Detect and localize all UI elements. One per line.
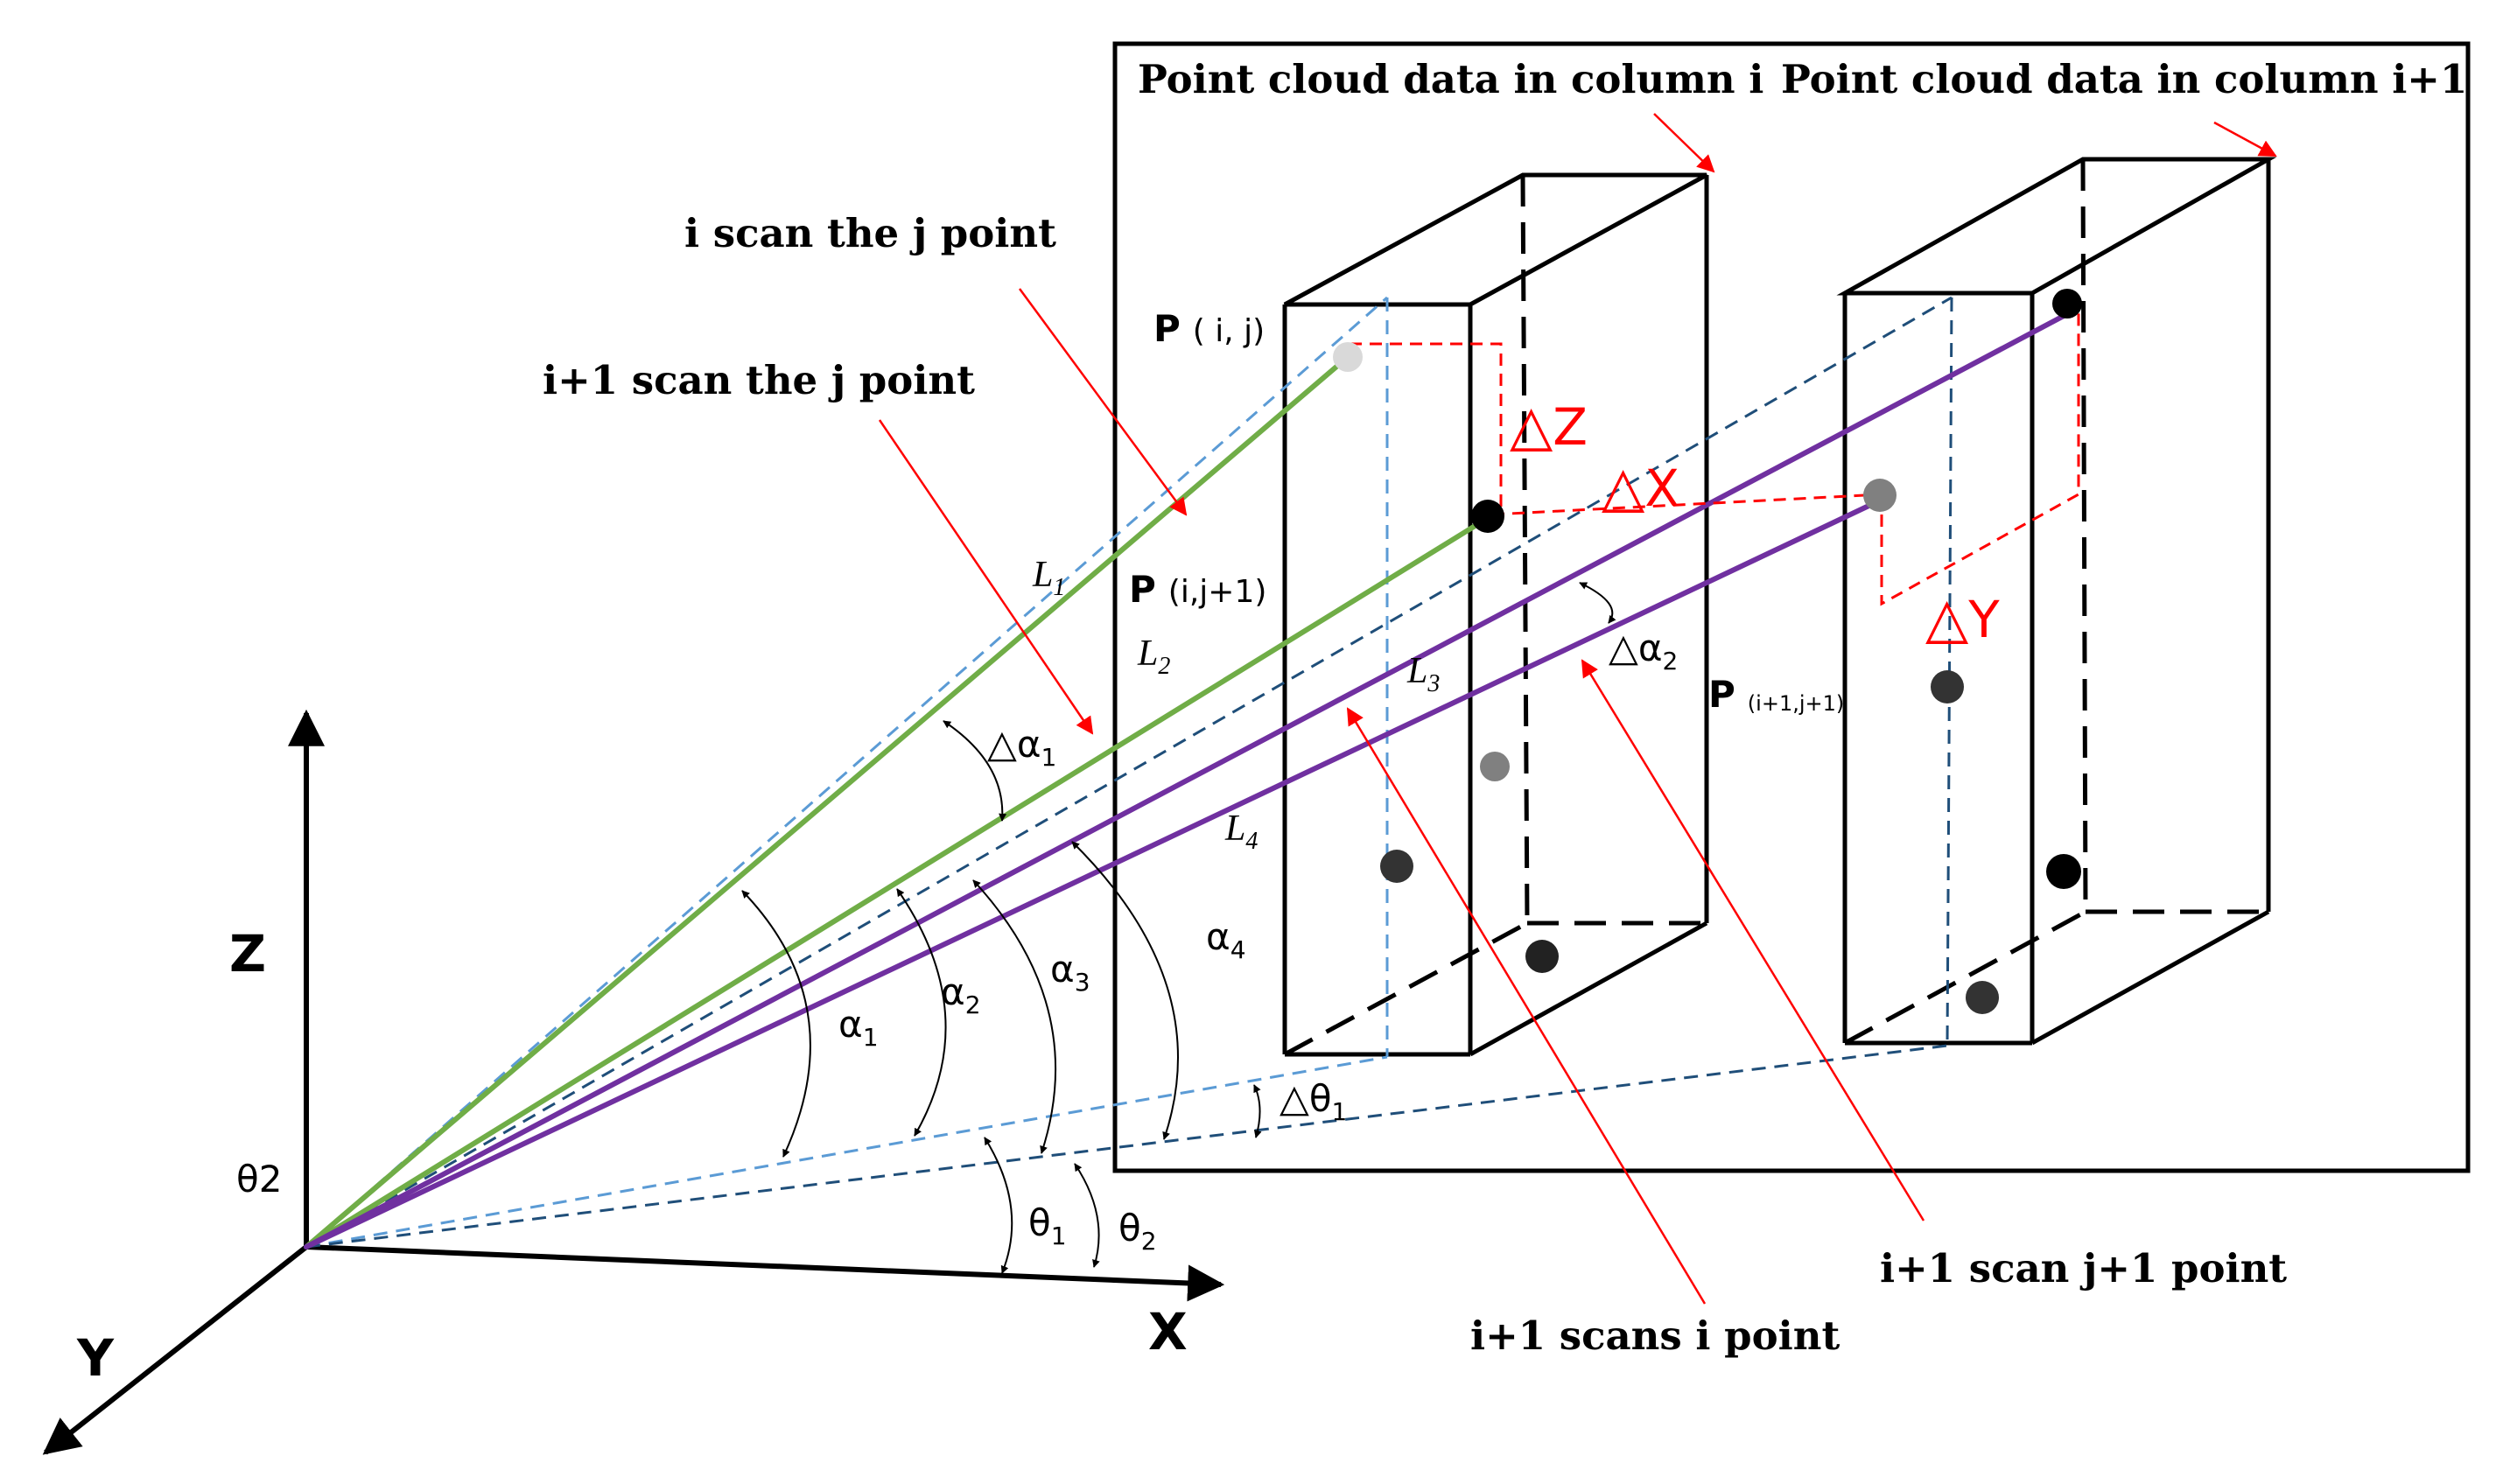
point-p-i-j <box>1333 342 1363 372</box>
arc-alpha1 <box>741 890 811 1158</box>
axis-label-z: Z <box>229 924 266 984</box>
point-col-i1-dark2 <box>1966 981 1999 1014</box>
point-col-i-gray <box>1480 752 1510 781</box>
label-theta1: θ1 <box>1028 1201 1067 1250</box>
y-axis <box>42 1244 308 1455</box>
scan-rays <box>304 312 2068 1250</box>
ray-l2 <box>304 515 1490 1250</box>
arc-theta1 <box>984 1137 1013 1274</box>
arc-delta-theta1 <box>1253 1084 1262 1138</box>
label-alpha4: α4 <box>1206 915 1246 964</box>
label-col-i1: Point cloud data in column i+1 <box>1781 56 2467 102</box>
angle-arcs <box>741 582 1616 1274</box>
point-col-i-dark1 <box>1380 850 1413 883</box>
point-col-i1-top <box>2052 289 2082 318</box>
label-p-i-j1: P (i,j+1) <box>1129 568 1266 611</box>
point-col-i1-black <box>2046 854 2081 889</box>
label-l4: L4 <box>1224 808 1258 855</box>
label-theta2-plain: θ2 <box>236 1158 282 1200</box>
arc-theta2 <box>1074 1163 1100 1268</box>
label-p-i1-j1: P (i+1,j+1) <box>1708 673 1844 716</box>
column-i1-box <box>1836 157 2277 1046</box>
frame-box <box>1112 41 2471 1173</box>
label-delta-alpha2: △α2 <box>1609 626 1678 676</box>
arc-alpha3 <box>972 879 1056 1154</box>
label-delta-x: △X <box>1602 455 1679 520</box>
label-alpha2: α2 <box>941 970 981 1019</box>
leader-arrows <box>878 113 2277 1305</box>
ray-l4 <box>304 498 1883 1250</box>
label-delta-z: △Z <box>1510 394 1588 458</box>
ray-l3 <box>304 312 2068 1250</box>
projection-lines <box>305 296 1953 1249</box>
x-axis <box>305 1244 1225 1302</box>
label-i1-scan-j1: i+1 scan j+1 point <box>1880 1245 2287 1292</box>
axis-label-x: X <box>1148 1302 1188 1362</box>
label-i-scan-j: i scan the j point <box>684 210 1056 256</box>
label-delta-y: △Y <box>1925 586 2000 651</box>
point-p-i-j1 <box>1471 500 1504 533</box>
point-p-i1-j1 <box>1863 479 1897 512</box>
column-i-box <box>1282 172 1709 1057</box>
arc-alpha2 <box>896 888 947 1137</box>
axes <box>42 709 1225 1455</box>
label-i1-scans-i: i+1 scans i point <box>1470 1312 1840 1359</box>
label-l3: L3 <box>1406 651 1440 697</box>
label-alpha1: α1 <box>838 1003 879 1052</box>
label-p-i-j: P ( i, j) <box>1153 307 1265 350</box>
arc-delta-alpha1 <box>943 720 1007 822</box>
label-delta-theta1: △θ1 <box>1280 1076 1347 1126</box>
label-l1: L1 <box>1032 555 1065 601</box>
label-l2: L2 <box>1137 634 1170 680</box>
label-col-i: Point cloud data in column i <box>1138 56 1763 102</box>
points <box>1333 289 2082 1014</box>
arc-delta-alpha2 <box>1579 582 1616 624</box>
label-theta2: θ2 <box>1118 1207 1157 1256</box>
point-col-i1-dark1 <box>1931 670 1964 704</box>
ray-l1 <box>304 354 1350 1250</box>
point-col-i-dark2 <box>1525 940 1559 973</box>
label-delta-alpha1: △α1 <box>987 722 1056 772</box>
label-i1-scan-j: i+1 scan the j point <box>543 357 975 403</box>
axis-label-y: Y <box>76 1328 115 1388</box>
delta-dashes <box>1350 306 2080 606</box>
label-alpha3: α3 <box>1050 948 1090 997</box>
arc-alpha4 <box>1071 841 1179 1140</box>
